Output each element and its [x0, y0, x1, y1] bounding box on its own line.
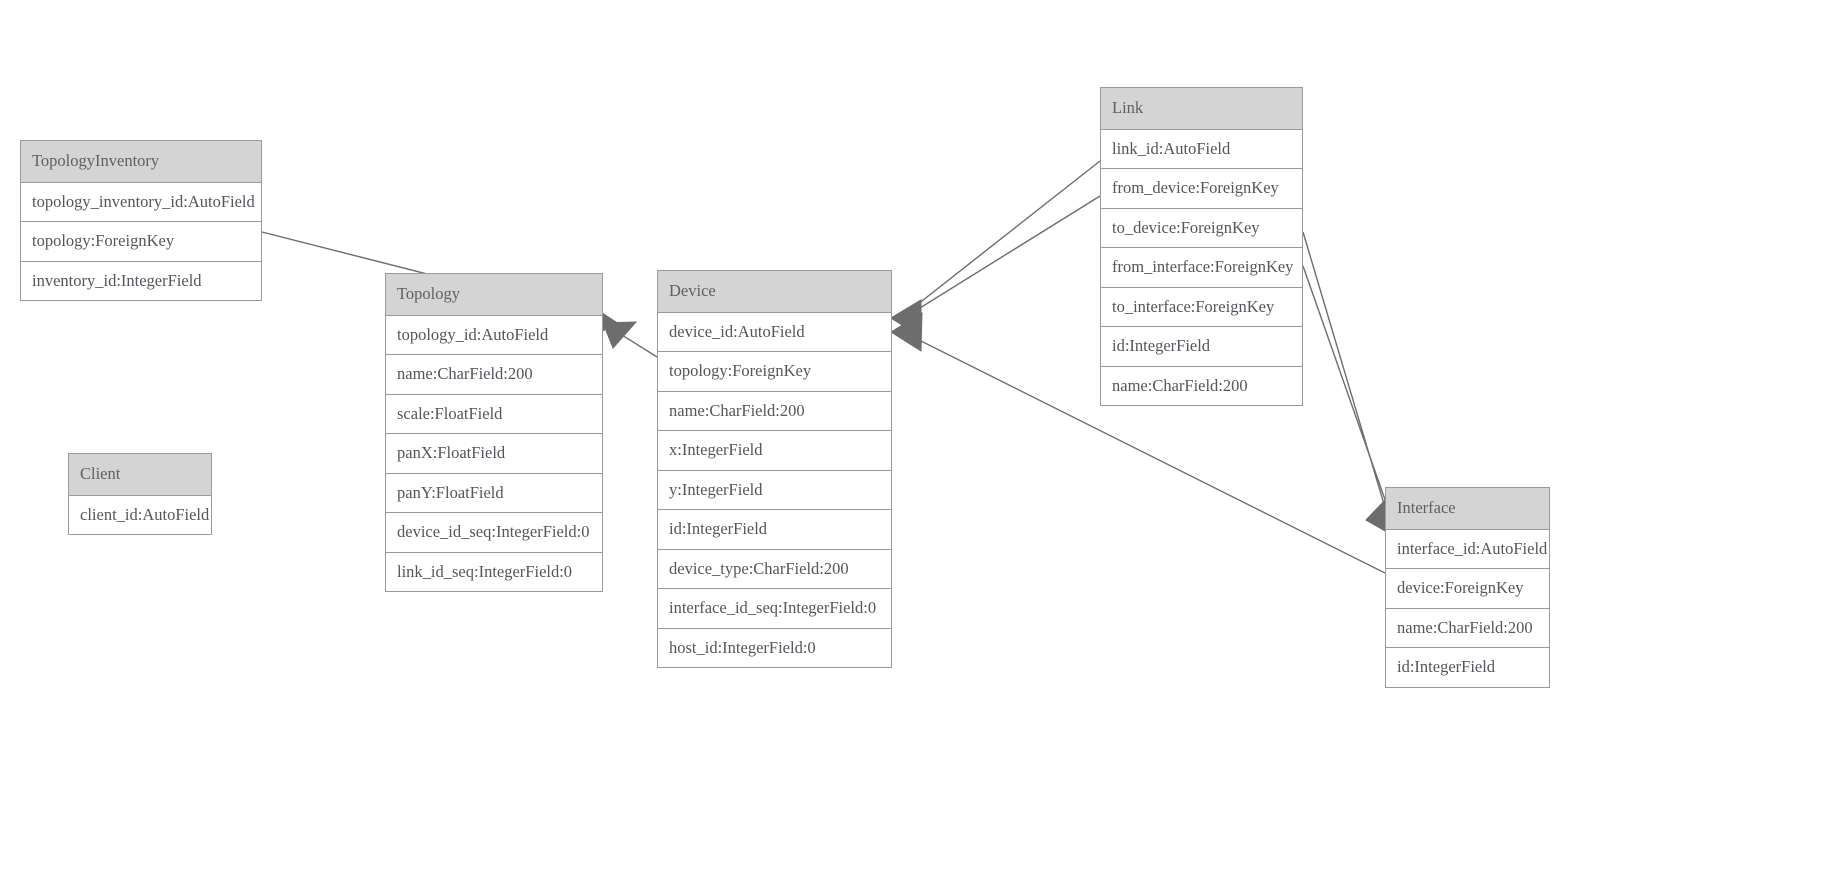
relation-line [898, 160, 1101, 320]
relation-line [898, 195, 1101, 322]
entity-field-row[interactable]: client_id:AutoField [69, 495, 211, 534]
entity-field-row[interactable]: x:IntegerField [658, 430, 891, 470]
entity-field-row[interactable]: y:IntegerField [658, 469, 891, 509]
entity-field-row[interactable]: name:CharField:200 [386, 354, 602, 394]
entity-field-row[interactable]: id:IntegerField [658, 509, 891, 549]
relation-edge-link-to-interface [1302, 265, 1397, 537]
relation-edge-device-topology [602, 321, 658, 358]
relation-arrowhead-icon [602, 321, 638, 349]
entity-title-link: Link [1101, 88, 1302, 130]
entity-field-row[interactable]: host_id:IntegerField:0 [658, 627, 891, 667]
entity-field-row[interactable]: device_type:CharField:200 [658, 548, 891, 588]
entity-field-row[interactable]: device:ForeignKey [1386, 568, 1549, 608]
entity-field-row[interactable]: id:IntegerField [1101, 326, 1302, 366]
entity-field-list-client: client_id:AutoField [69, 495, 211, 534]
relation-arrowhead-icon [890, 299, 922, 338]
relation-line [1302, 265, 1397, 532]
entity-field-row[interactable]: interface_id:AutoField [1386, 529, 1549, 568]
entity-title-device: Device [658, 271, 891, 313]
entity-field-row[interactable]: panY:FloatField [386, 472, 602, 512]
relation-edge-link-from-interface [1302, 231, 1395, 537]
entity-field-row[interactable]: name:CharField:200 [1101, 365, 1302, 405]
entity-field-row[interactable]: topology:ForeignKey [21, 221, 261, 261]
entity-field-row[interactable]: to_device:ForeignKey [1101, 207, 1302, 247]
entity-field-row[interactable]: link_id_seq:IntegerField:0 [386, 551, 602, 591]
entity-field-row[interactable]: link_id:AutoField [1101, 129, 1302, 168]
entity-field-row[interactable]: name:CharField:200 [1386, 607, 1549, 647]
entity-title-client: Client [69, 454, 211, 496]
relation-arrowhead-icon [890, 299, 922, 338]
relation-line [1302, 231, 1393, 532]
entity-field-row[interactable]: topology_id:AutoField [386, 315, 602, 354]
entity-title-topology_inventory: TopologyInventory [21, 141, 261, 183]
entity-field-row[interactable]: to_interface:ForeignKey [1101, 286, 1302, 326]
entity-field-row[interactable]: scale:FloatField [386, 393, 602, 433]
relation-arrowhead-icon [890, 312, 923, 352]
entity-field-row[interactable]: topology:ForeignKey [658, 351, 891, 391]
entity-field-row[interactable]: panX:FloatField [386, 433, 602, 473]
entity-field-row[interactable]: inventory_id:IntegerField [21, 260, 261, 300]
entity-field-row[interactable]: id:IntegerField [1386, 647, 1549, 687]
entity-field-row[interactable]: topology_inventory_id:AutoField [21, 182, 261, 221]
entity-field-row[interactable]: interface_id_seq:IntegerField:0 [658, 588, 891, 628]
entity-field-row[interactable]: device_id:AutoField [658, 312, 891, 351]
entity-field-row[interactable]: from_interface:ForeignKey [1101, 247, 1302, 287]
entity-field-row[interactable]: name:CharField:200 [658, 390, 891, 430]
entity-title-interface: Interface [1386, 488, 1549, 530]
relation-edge-link-to-device [890, 195, 1101, 338]
relation-line [605, 324, 658, 358]
entity-field-row[interactable]: from_device:ForeignKey [1101, 168, 1302, 208]
entity-field-row[interactable]: device_id_seq:IntegerField:0 [386, 512, 602, 552]
relation-edge-link-from-device [890, 160, 1101, 338]
entity-title-topology: Topology [386, 274, 602, 316]
